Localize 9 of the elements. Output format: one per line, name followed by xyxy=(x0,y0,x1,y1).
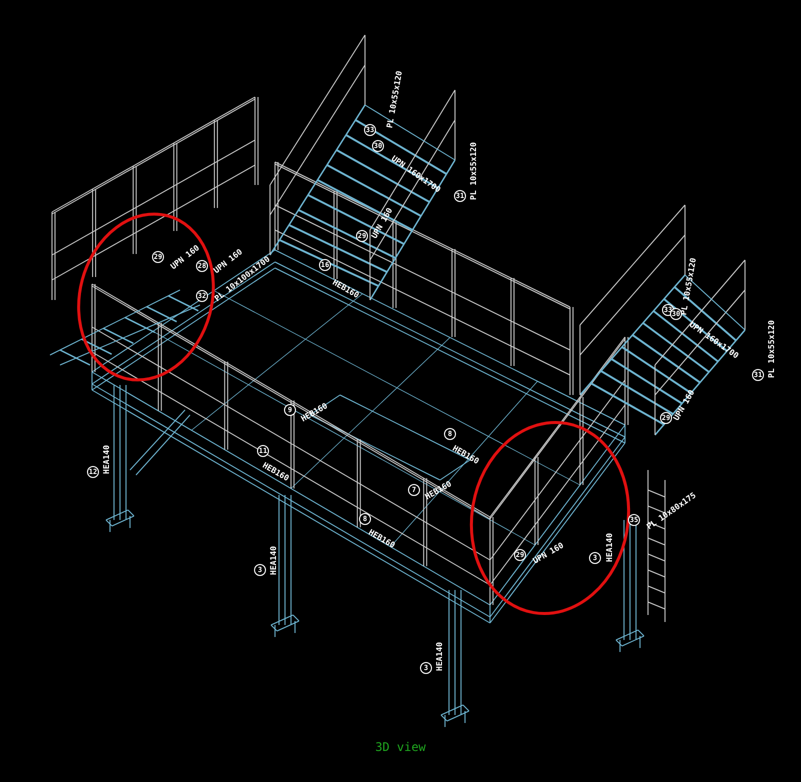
profile-label: HEA140 xyxy=(606,533,614,562)
profile-label: PL 10x55x120 xyxy=(470,142,478,200)
profile-label: PL 10x55x120 xyxy=(386,70,404,129)
view-caption: 3D view xyxy=(374,740,427,754)
profile-label: HEA140 xyxy=(436,642,444,671)
profile-label: UPN 160 xyxy=(532,542,566,566)
profile-label: PL 10x55x120 xyxy=(768,320,776,378)
profile-label: HEA140 xyxy=(103,445,111,474)
profile-label: HEA140 xyxy=(270,546,278,575)
